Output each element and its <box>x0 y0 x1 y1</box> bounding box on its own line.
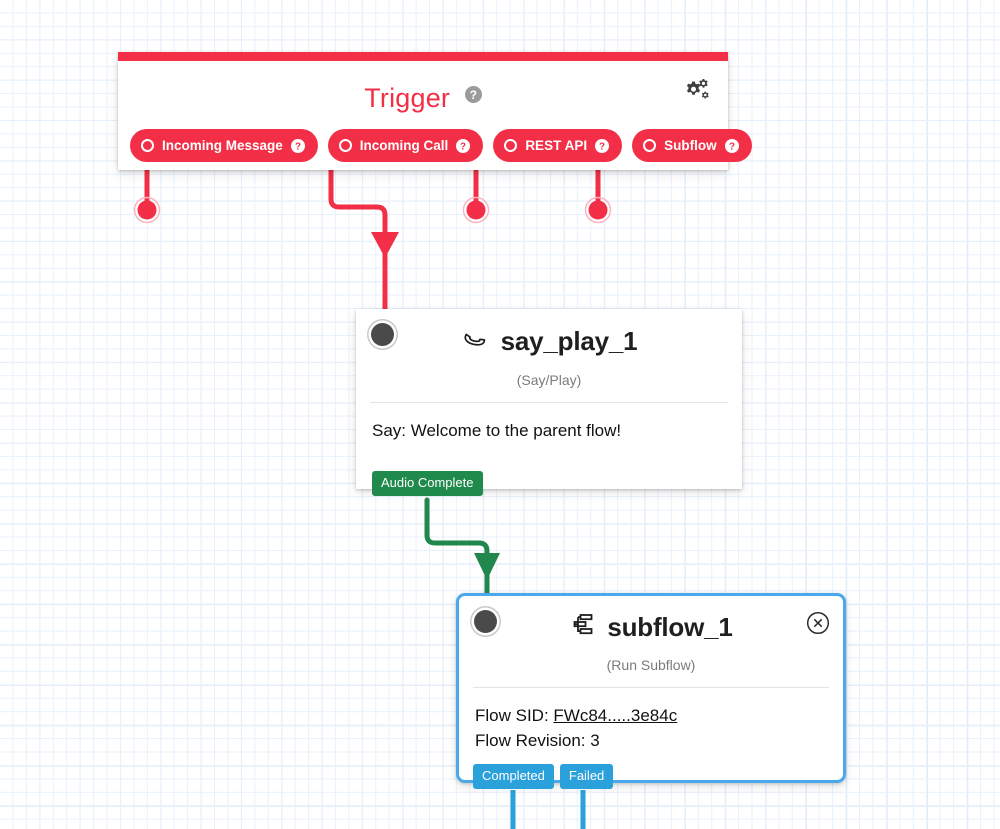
radio-circle-icon <box>141 139 154 152</box>
node-say-text: Say: Welcome to the parent flow! <box>372 421 622 440</box>
transition-row-subflow-1: Completed Failed <box>473 764 614 790</box>
help-circle-icon[interactable]: ? <box>464 79 482 110</box>
trigger-pill-label: REST API <box>525 138 588 153</box>
node-title: subflow_1 <box>459 610 843 645</box>
node-divider <box>370 402 728 403</box>
gears-icon[interactable] <box>681 76 711 106</box>
radio-circle-icon <box>643 139 657 152</box>
trigger-pill-row: Incoming Message ? Incoming Call <box>130 129 752 162</box>
transition-completed[interactable]: Completed <box>473 764 554 790</box>
node-subtitle: (Say/Play) <box>516 372 582 388</box>
node-title-text: say_play_1 <box>500 326 638 356</box>
radio-circle-icon <box>504 139 518 152</box>
trigger-pill-label: Incoming Message <box>162 138 283 153</box>
transition-row-say-play-1: Audio Complete <box>372 471 483 497</box>
close-circle-icon[interactable] <box>806 611 830 640</box>
help-circle-icon[interactable]: ? <box>290 138 305 153</box>
field-label: Flow SID: <box>475 706 549 725</box>
trigger-body: Trigger ? <box>118 61 752 170</box>
node-input-anchor[interactable] <box>474 610 497 633</box>
field-label: Flow Revision: <box>475 730 586 750</box>
trigger-title: Trigger ? <box>118 79 728 114</box>
svg-text:?: ? <box>460 141 466 152</box>
transition-audio-complete[interactable]: Audio Complete <box>372 471 483 497</box>
node-divider <box>473 687 829 688</box>
node-title: say_play_1 <box>356 323 742 360</box>
trigger-pill-incoming-message[interactable]: Incoming Message ? <box>130 129 318 162</box>
node-title-text: subflow_1 <box>607 612 733 642</box>
help-circle-icon[interactable]: ? <box>456 138 471 153</box>
node-header: say_play_1 (Say/Play) <box>356 309 742 402</box>
node-body: Flow SID: FWc84.....3e84c Flow Revision:… <box>459 688 843 753</box>
radio-circle-icon <box>338 139 352 152</box>
trigger-title-text: Trigger <box>364 83 451 113</box>
flow-sid-link[interactable]: FWc84.....3e84c <box>553 706 678 725</box>
trigger-pill-label: Subflow <box>664 138 717 153</box>
trigger-accent-bar <box>118 52 728 61</box>
transition-failed[interactable]: Failed <box>559 764 614 790</box>
svg-text:?: ? <box>470 88 477 102</box>
svg-text:?: ? <box>599 141 605 152</box>
trigger-pill-subflow[interactable]: Subflow ? <box>632 129 752 162</box>
svg-text:?: ? <box>729 141 735 152</box>
field-value: 3 <box>590 730 600 750</box>
svg-text:?: ? <box>295 141 301 152</box>
node-field-flow-revision: Flow Revision: 3 <box>475 729 827 754</box>
node-input-anchor[interactable] <box>371 323 394 346</box>
trigger-pill-rest-api[interactable]: REST API ? <box>493 129 623 162</box>
node-subtitle: (Run Subflow) <box>606 657 696 673</box>
trigger-pill-label: Incoming Call <box>359 138 449 153</box>
phone-handset-icon <box>461 323 491 360</box>
trigger-pill-incoming-call[interactable]: Incoming Call ? <box>327 129 484 162</box>
trigger-panel[interactable]: Trigger ? <box>118 52 752 170</box>
help-circle-icon[interactable]: ? <box>595 138 610 153</box>
node-field-flow-sid: Flow SID: FWc84.....3e84c <box>475 704 827 729</box>
help-circle-icon[interactable]: ? <box>724 138 739 153</box>
connector-incoming-call <box>328 154 399 315</box>
node-subflow-1[interactable]: subflow_1 (Run Subflow) Flow SID: FWc84.… <box>456 593 846 783</box>
sitemap-icon <box>569 610 597 645</box>
node-header: subflow_1 (Run Subflow) <box>459 596 843 687</box>
node-body: Say: Welcome to the parent flow! <box>356 403 742 444</box>
node-say-play-1[interactable]: say_play_1 (Say/Play) Say: Welcome to th… <box>356 309 742 489</box>
